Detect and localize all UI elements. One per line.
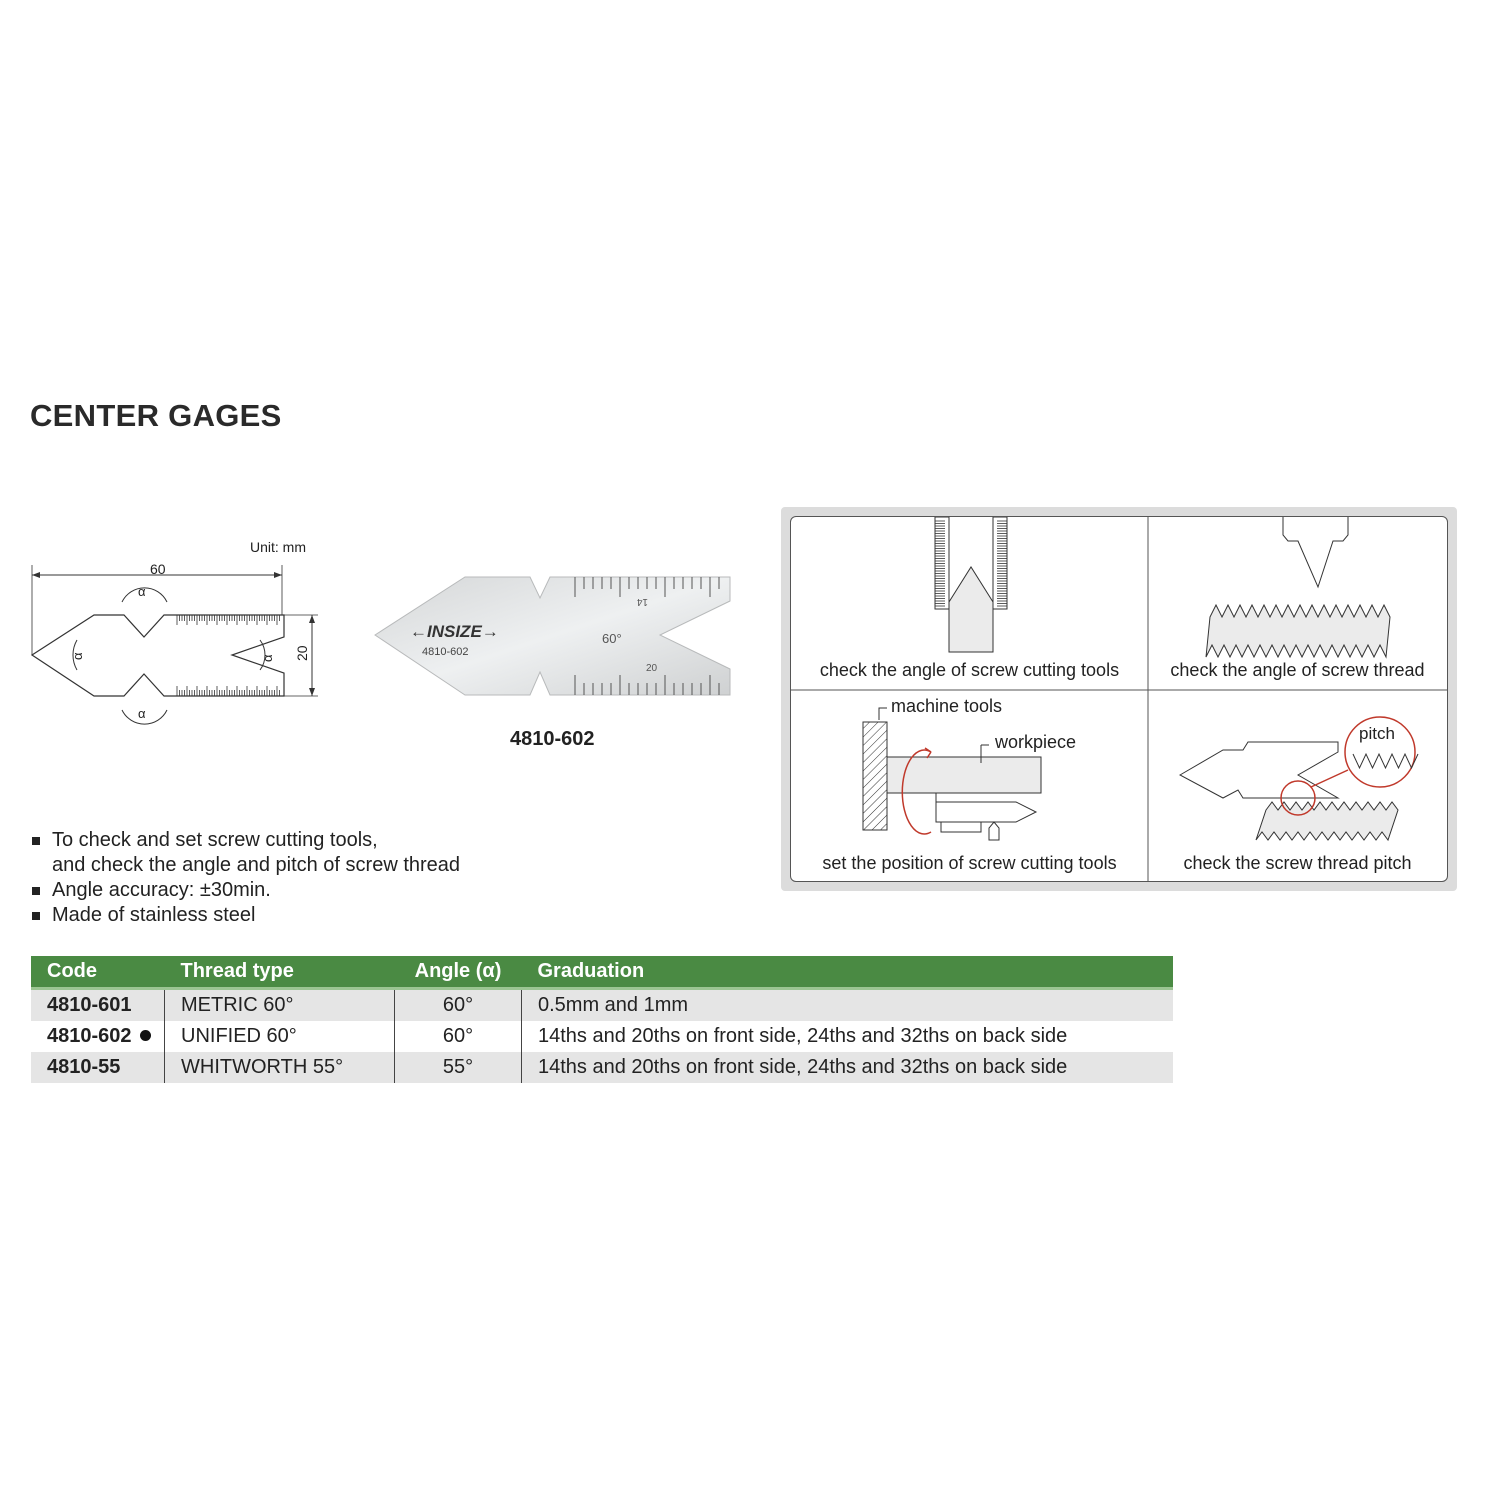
gauge-plate: [374, 576, 731, 696]
recommended-dot-icon: [139, 1030, 151, 1041]
label-pitch: pitch: [1359, 724, 1395, 743]
header-thread-type: Thread type: [164, 956, 395, 990]
caption-thread-angle: check the angle of screw thread: [1170, 660, 1425, 680]
caption-tool-angle: check the angle of screw cutting tools: [819, 660, 1120, 680]
cell-code: 4810-601: [31, 988, 165, 1021]
caption-tool-position: set the position of screw cutting tools: [822, 853, 1117, 873]
feature-item: Made of stainless steel: [30, 903, 460, 928]
dimension-drawing: Unit: mm 60 20 α α α α: [30, 539, 318, 725]
cell-graduation: 0.5mm and 1mm: [521, 988, 1173, 1021]
gauge-outline: [30, 614, 285, 697]
feature-item: To check and set screw cutting tools,: [30, 828, 460, 853]
label-machine-tools: machine tools: [891, 696, 1003, 716]
cell-graduation: 14ths and 20ths on front side, 24ths and…: [521, 1052, 1173, 1083]
cell-graduation: 14ths and 20ths on front side, 24ths and…: [538, 1025, 1068, 1047]
cell-thread-type: UNIFIED 60°: [164, 1021, 395, 1052]
table-row: 4810-55 WHITWORTH 55° 55° 14ths and 20th…: [31, 1052, 1173, 1083]
cell-code: 4810-55: [31, 1052, 165, 1083]
alpha-top: α: [138, 584, 146, 599]
usage-panel: check the angle of screw cutting tools c…: [781, 507, 1457, 891]
bullet-icon: [32, 887, 40, 895]
header-graduation: Graduation: [521, 956, 1173, 990]
table-row: 4810-601 METRIC 60° 60° 0.5mm and 1mm: [31, 988, 1173, 1021]
cell-code: 4810-602: [31, 1021, 165, 1052]
page-title: CENTER GAGES: [30, 398, 282, 433]
usage-cell-tool-angle: check the angle of screw cutting tools: [791, 517, 1148, 690]
feature-item: Angle accuracy: ±30min.: [30, 878, 460, 903]
photo-scale-top: 14: [636, 596, 648, 607]
alpha-right: α: [260, 654, 275, 662]
thread-pitch-illustration: [1178, 716, 1419, 842]
caption-thread-pitch: check the screw thread pitch: [1183, 853, 1412, 873]
header-code: Code: [31, 956, 165, 990]
photo-scale-bottom: 20: [646, 663, 658, 674]
unit-label: Unit: mm: [250, 539, 306, 555]
table-row: 4810-602 UNIFIED 60° 60° 14ths and 20ths…: [31, 1021, 1173, 1052]
cell-angle: 60°: [394, 988, 522, 1021]
feature-list: To check and set screw cutting tools, an…: [30, 828, 460, 928]
length-label: 60: [150, 561, 166, 577]
height-label: 20: [294, 645, 310, 661]
spec-table: Code Thread type Angle (α) Graduation 48…: [31, 956, 1173, 1083]
usage-cell-tool-position: machine tools workpiece set the position…: [791, 690, 1148, 881]
bullet-icon: [32, 837, 40, 845]
cell-angle: 60°: [394, 1021, 522, 1052]
brand-logo: ←INSIZE→: [410, 622, 499, 641]
photo-angle: 60°: [602, 631, 622, 646]
usage-cell-thread-angle: check the angle of screw thread: [1148, 517, 1447, 690]
bullet-icon: [32, 912, 40, 920]
alpha-bottom: α: [138, 706, 146, 721]
table-header-row: Code Thread type Angle (α) Graduation: [31, 956, 1173, 990]
photo-code: 4810-602: [422, 646, 469, 658]
cell-thread-type: WHITWORTH 55°: [164, 1052, 395, 1083]
thread-angle-illustration: [1205, 517, 1391, 659]
usage-grid-lines: [791, 517, 1447, 881]
cell-thread-type: METRIC 60°: [164, 988, 395, 1021]
tool-position-illustration: [862, 707, 1042, 841]
alpha-left: α: [70, 652, 85, 660]
label-workpiece: workpiece: [995, 732, 1077, 752]
tool-angle-illustration: [934, 517, 1008, 653]
usage-cell-thread-pitch: pitch check the screw thread pitch: [1148, 690, 1447, 881]
cell-angle: 55°: [394, 1052, 522, 1083]
feature-item-continued: and check the angle and pitch of screw t…: [52, 854, 461, 876]
photo-caption: 4810-602: [510, 728, 595, 750]
header-angle: Angle (α): [394, 956, 522, 990]
product-photo: ←INSIZE→ 4810-602 60° 14 20: [374, 576, 731, 696]
